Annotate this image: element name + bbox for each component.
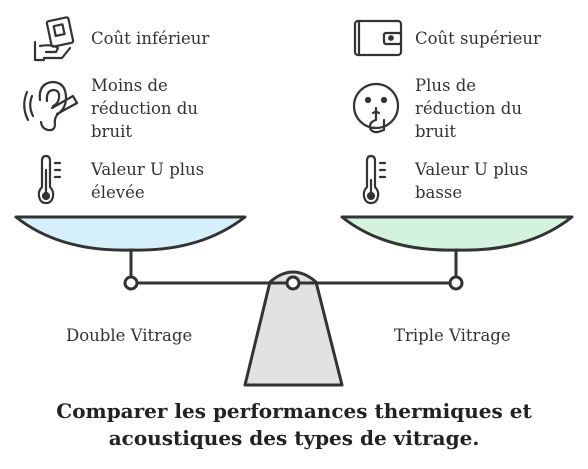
diagram-caption: Comparer les performances thermiques et … xyxy=(0,398,588,452)
caption-line-2: acoustiques des types de vitrage. xyxy=(108,426,480,450)
thermometer-icon xyxy=(37,154,62,205)
caption-line-1: Comparer les performances thermiques et xyxy=(56,399,532,423)
wallet-icon xyxy=(353,19,403,57)
left-item-cost: Coût inférieur xyxy=(91,27,209,50)
left-pan-joint xyxy=(123,275,139,291)
left-uvalue-line-1: Valeur U plus xyxy=(91,160,205,179)
fulcrum-pivot xyxy=(285,275,301,291)
right-item-noise: Plus de réduction du bruit xyxy=(415,74,522,143)
right-cost-label: Coût supérieur xyxy=(415,29,541,48)
quiet-face-icon xyxy=(352,82,400,134)
right-item-uvalue: Valeur U plus basse xyxy=(415,158,528,204)
right-noise-line-3: bruit xyxy=(415,122,456,141)
ear-icon xyxy=(23,80,79,132)
right-uvalue-line-1: Valeur U plus xyxy=(415,160,529,179)
right-noise-line-1: Plus de xyxy=(415,76,477,95)
left-uvalue-line-2: élevée xyxy=(91,183,145,202)
left-noise-line-2: réduction du xyxy=(91,99,198,118)
money-hand-icon xyxy=(33,16,75,62)
left-noise-line-1: Moins de xyxy=(91,76,168,95)
right-noise-line-2: réduction du xyxy=(415,99,522,118)
thermometer-icon xyxy=(362,154,387,205)
left-cost-label: Coût inférieur xyxy=(91,29,210,48)
left-item-noise: Moins de réduction du bruit xyxy=(91,74,198,143)
right-item-cost: Coût supérieur xyxy=(415,27,541,50)
left-item-uvalue: Valeur U plus élevée xyxy=(91,158,204,204)
right-pan-joint xyxy=(448,275,464,291)
left-noise-line-3: bruit xyxy=(91,122,132,141)
left-scale-pan xyxy=(14,215,247,252)
scale-stand xyxy=(243,270,344,387)
right-scale-pan xyxy=(340,215,574,252)
right-pan-label: Triple Vitrage xyxy=(394,326,511,345)
left-pan-label: Double Vitrage xyxy=(66,326,193,345)
right-uvalue-line-2: basse xyxy=(415,183,463,202)
